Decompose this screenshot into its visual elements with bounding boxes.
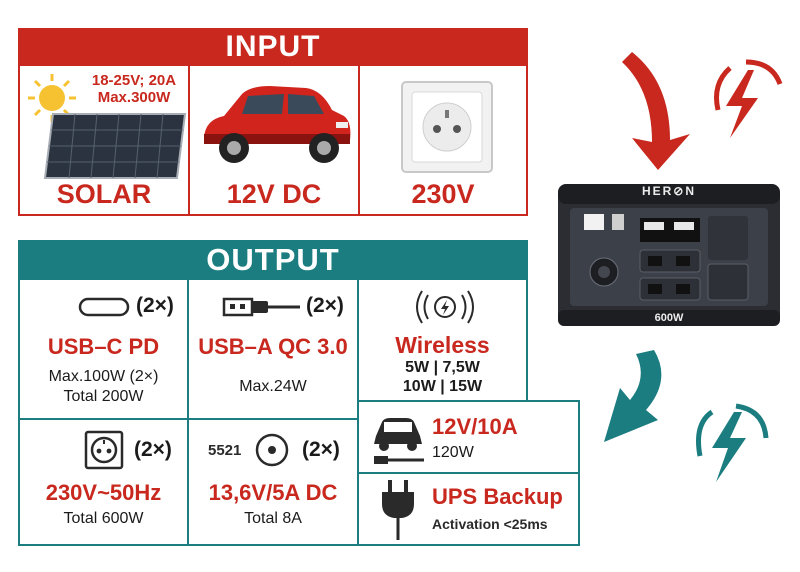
ac-socket-cell: 230V	[360, 66, 526, 214]
device-brand: HER⊘N	[641, 184, 697, 198]
dc-barrel-port-icon	[255, 433, 289, 467]
power-station-image	[558, 184, 780, 326]
input-panel: 18-25V; 20A Max.300W SOLAR 12V DC 230V	[18, 66, 528, 216]
usb-c-port-icon	[78, 297, 130, 317]
output-divider	[187, 280, 189, 546]
wireless-title: Wireless	[395, 332, 490, 358]
wireless-charging-icon	[416, 290, 474, 324]
output-border-right-lower	[578, 402, 580, 546]
usba-count: (2×)	[306, 294, 344, 317]
solar-label: SOLAR	[56, 179, 152, 209]
output-border-right	[526, 280, 528, 402]
car-dc-cell: 12V DC	[190, 66, 358, 214]
power-station-device: HER⊘N 600W	[556, 180, 782, 330]
car-charger-icon	[374, 418, 424, 464]
solar-panel-icon	[28, 74, 187, 179]
car-output-title: 12V/10A	[432, 414, 518, 439]
device-model: 600W	[654, 312, 684, 324]
output-row-divider	[357, 472, 580, 474]
ac-output-count: (2×)	[134, 438, 172, 461]
wireless-power-low: 5W | 7,5W	[405, 359, 480, 376]
solar-spec: 18-25V; 20A Max.300W	[80, 72, 188, 106]
usb-a-plug-icon	[222, 297, 300, 317]
wireless-power-high: 10W | 15W	[402, 378, 483, 395]
lightning-bolt-icon	[714, 59, 783, 138]
dc-input-label: 12V DC	[226, 179, 322, 209]
input-arrow-graphic	[622, 52, 783, 170]
solar-spec-voltage: 18-25V; 20A	[91, 72, 177, 89]
car-output-power: 120W	[432, 444, 474, 461]
usbc-count: (2×)	[136, 294, 174, 317]
dc-output-total: Total 8A	[244, 510, 302, 527]
usbc-title: USB–C PD	[47, 334, 160, 359]
output-header: OUTPUT	[18, 240, 528, 280]
output-border-left	[18, 280, 20, 546]
car-icon	[204, 86, 351, 163]
usbc-total: Total 200W	[63, 388, 144, 405]
output-divider	[357, 280, 359, 546]
ups-activation: Activation <25ms	[432, 516, 548, 532]
usbc-max: Max.100W (2×)	[48, 368, 159, 385]
output-border-bottom	[18, 544, 580, 546]
usba-max: Max.24W	[239, 378, 307, 395]
power-plug-icon	[382, 480, 414, 540]
output-row-divider	[18, 418, 358, 420]
input-divider	[358, 66, 360, 214]
input-header: INPUT	[18, 28, 528, 66]
ac-input-label: 230V	[411, 179, 475, 209]
dc-connector-code: 5521	[208, 442, 242, 459]
ups-title: UPS Backup	[432, 484, 563, 509]
output-arrow-graphic	[604, 350, 769, 482]
dc-output-title: 13,6V/5A DC	[208, 480, 338, 505]
ac-outlet-icon	[84, 430, 124, 470]
solar-cell: 18-25V; 20A Max.300W SOLAR	[20, 66, 188, 214]
dc-output-count: (2×)	[302, 438, 340, 461]
usba-title: USB–A QC 3.0	[198, 334, 348, 359]
ac-output-title: 230V~50Hz	[45, 480, 162, 505]
input-divider	[188, 66, 190, 214]
curved-arrow-down-left-icon	[604, 350, 662, 442]
curved-arrow-down-icon	[622, 52, 690, 170]
solar-spec-power: Max.300W	[97, 89, 171, 106]
lightning-bolt-icon	[696, 403, 769, 482]
wall-socket-icon	[401, 81, 493, 173]
output-row-divider	[357, 400, 580, 402]
ac-output-total: Total 600W	[63, 510, 144, 527]
